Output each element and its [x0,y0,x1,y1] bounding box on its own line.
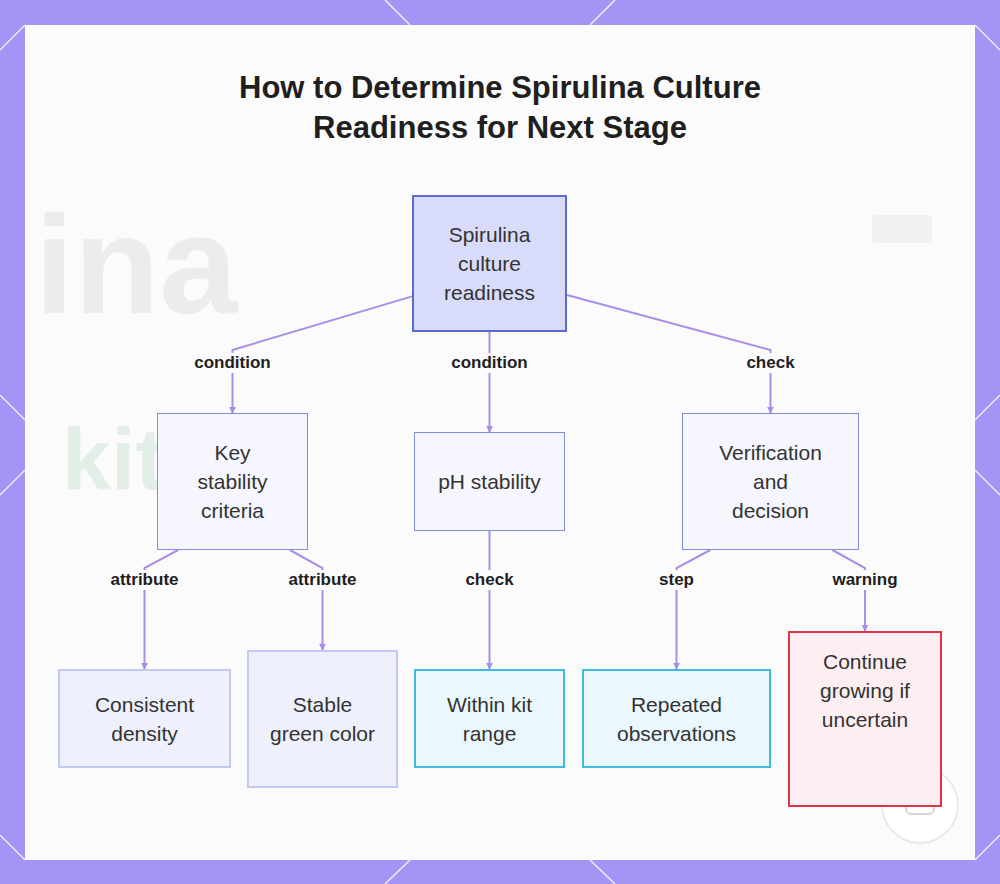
white-panel [25,25,975,860]
step-box: Repeated observations [582,669,771,768]
node-text: Consistent density [80,690,209,748]
connector-line [489,332,491,432]
node-text: Spirulina culture readiness [434,220,545,307]
node-text: Repeated observations [604,690,749,748]
watermark-text: ina [35,195,237,335]
edge-label: check [744,353,796,373]
node-text: Continue growing if uncertain [810,647,920,734]
connector-line [832,550,865,631]
edge-label: step [657,570,696,590]
attribute-box: Stable green color [247,650,398,788]
edge-label: attribute [109,570,181,590]
edge-label: condition [449,353,529,373]
category-box: pH stability [414,432,565,531]
category-box: Verification and decision [682,413,859,550]
node-text: Key stability criteria [178,438,287,525]
warning-box: Continue growing if uncertain [788,631,942,807]
node-text: Stable green color [269,690,376,748]
diagram-title: How to Determine Spirulina Culture Readi… [200,68,800,148]
attribute-box: Consistent density [58,669,231,768]
category-box: Key stability criteria [157,413,308,550]
connector-line [145,550,179,669]
node-text: Verification and decision [713,438,828,525]
edge-label: warning [830,570,899,590]
blurred-shape [872,215,932,243]
connector-line [489,531,491,669]
watermark-text: kit [62,415,165,503]
root-box: Spirulina culture readiness [412,195,567,332]
connector-line [290,550,323,650]
node-text: Within kit range [436,690,543,748]
connector-line [567,295,771,413]
edge-label: check [463,570,515,590]
check-box: Within kit range [414,669,565,768]
edge-label: attribute [287,570,359,590]
edge-label: condition [192,353,272,373]
node-text: pH stability [438,467,541,496]
connector-line [677,550,711,669]
